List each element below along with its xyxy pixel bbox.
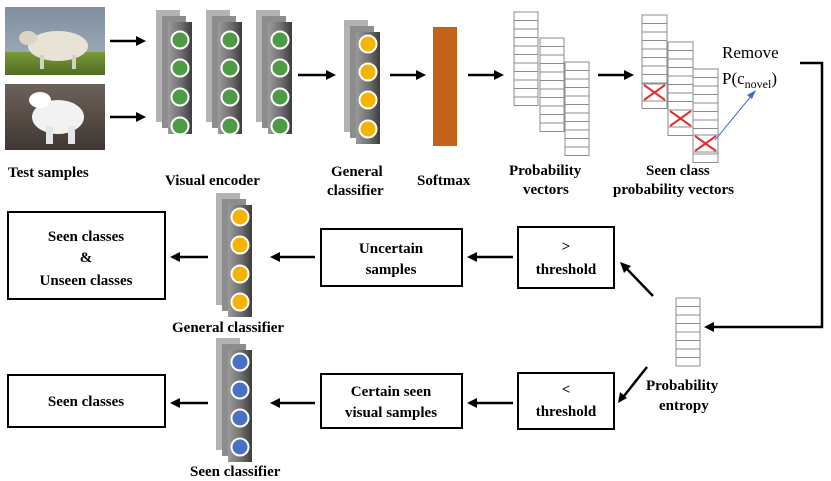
- seen-unseen-text-1: Seen classes: [48, 229, 124, 245]
- lt-threshold-symbol: <: [562, 382, 571, 398]
- general-classifier-bottom: [216, 193, 252, 317]
- seen-unseen-text-2: &: [80, 250, 93, 266]
- general-bottom-node: [230, 235, 250, 255]
- seen-unseen-text-3: Unseen classes: [40, 273, 133, 289]
- probability-entropy-label-2: entropy: [659, 398, 709, 414]
- seen-clf-node: [230, 352, 250, 372]
- gt-threshold-box: [517, 226, 615, 289]
- visual-encoder: [156, 10, 292, 136]
- polar-bear-image: [5, 84, 105, 150]
- probability-entropy-label-1: Probability: [646, 378, 719, 394]
- seen-classes-box: [7, 374, 166, 428]
- cross-mark: [669, 110, 692, 127]
- lt-threshold-text: threshold: [536, 404, 597, 420]
- seen-classes-text: Seen classes: [48, 394, 124, 410]
- encoder-node: [220, 30, 240, 50]
- connector-to-entropy: [712, 61, 824, 329]
- general-classifier-top-label-2: classifier: [327, 183, 384, 199]
- encoder-node: [220, 58, 240, 78]
- prob-vec-frame: [564, 61, 590, 156]
- encoder-node: [170, 30, 190, 50]
- probability-vectors: [513, 11, 590, 156]
- arrow-softmax-to-probabilities: [468, 70, 504, 80]
- connector-arrowhead: [704, 322, 714, 332]
- arrow-entropy-to-lt: [618, 366, 648, 403]
- general-top-node: [358, 90, 378, 110]
- seen-classifier: [216, 338, 252, 462]
- seen-unseen-classes-box: [7, 211, 166, 300]
- general-bottom-node: [230, 264, 250, 284]
- visual-encoder-label: Visual encoder: [165, 173, 260, 189]
- gt-threshold-symbol: >: [562, 239, 571, 255]
- seen-class-prob-label-1: Seen class: [646, 163, 710, 179]
- arrow-probabilities-to-seen-class: [598, 70, 634, 80]
- general-bottom-node: [230, 207, 250, 227]
- certain-samples-box: [320, 373, 463, 429]
- arrow-images-to-encoder: [110, 36, 146, 122]
- softmax-block: [433, 27, 457, 146]
- probability-entropy-vector: [675, 297, 701, 367]
- encoder-node: [170, 58, 190, 78]
- encoder-node: [270, 58, 290, 78]
- arrow-lt-to-certain: [467, 398, 513, 408]
- arrow-encoder-to-classifier: [298, 70, 336, 80]
- certain-samples-text-2: visual samples: [345, 405, 437, 421]
- seen-class-probability-vectors: [641, 14, 719, 163]
- probability-vectors-label-1: Probability: [509, 163, 582, 179]
- general-classifier-top: [344, 20, 380, 144]
- uncertain-samples-text-2: samples: [366, 262, 417, 278]
- sheep-image: [5, 7, 105, 75]
- arrow-entropy-to-gt: [620, 262, 654, 297]
- test-samples-label: Test samples: [8, 165, 89, 181]
- general-bottom-node: [230, 292, 250, 312]
- cross-mark: [694, 135, 717, 152]
- uncertain-samples-box: [320, 228, 463, 287]
- general-top-node: [358, 119, 378, 139]
- encoder-node: [270, 30, 290, 50]
- arrow-uncertain-to-general: [270, 252, 315, 262]
- arrow-classifier-to-softmax: [390, 70, 426, 80]
- remove-label: Remove: [722, 43, 779, 62]
- gt-threshold-text: threshold: [536, 262, 597, 278]
- p-novel-label: P(cnovel): [722, 69, 777, 91]
- encoder-node: [220, 87, 240, 107]
- seen-class-prob-label-2: probability vectors: [613, 182, 734, 198]
- probability-vectors-label-2: vectors: [523, 182, 569, 198]
- lt-threshold-box: [517, 372, 615, 430]
- cross-mark: [643, 84, 666, 101]
- certain-samples-text-1: Certain seen: [351, 384, 432, 400]
- seen-classifier-label: Seen classifier: [190, 464, 281, 480]
- encoder-node: [270, 87, 290, 107]
- seen-clf-node: [230, 408, 250, 428]
- general-classifier-bottom-label: General classifier: [172, 320, 284, 336]
- encoder-node: [170, 116, 190, 136]
- encoder-node: [270, 116, 290, 136]
- seen-clf-node: [230, 380, 250, 400]
- arrow-general-to-seen-unseen: [170, 252, 208, 262]
- prob-vec-frame: [539, 37, 565, 132]
- uncertain-samples-text-1: Uncertain: [359, 241, 424, 257]
- prob-vec-frame: [513, 11, 539, 106]
- seen-clf-node: [230, 437, 250, 457]
- general-top-node: [358, 62, 378, 82]
- encoder-node: [170, 87, 190, 107]
- general-top-node: [358, 34, 378, 54]
- arrow-certain-to-seen-classifier: [270, 398, 315, 408]
- softmax-label: Softmax: [417, 173, 471, 189]
- general-classifier-top-label-1: General: [331, 164, 383, 180]
- arrow-gt-to-uncertain: [467, 252, 513, 262]
- arrow-seen-classifier-to-seen-classes: [170, 398, 208, 408]
- encoder-node: [220, 116, 240, 136]
- thin-arrow-remove: [714, 90, 756, 141]
